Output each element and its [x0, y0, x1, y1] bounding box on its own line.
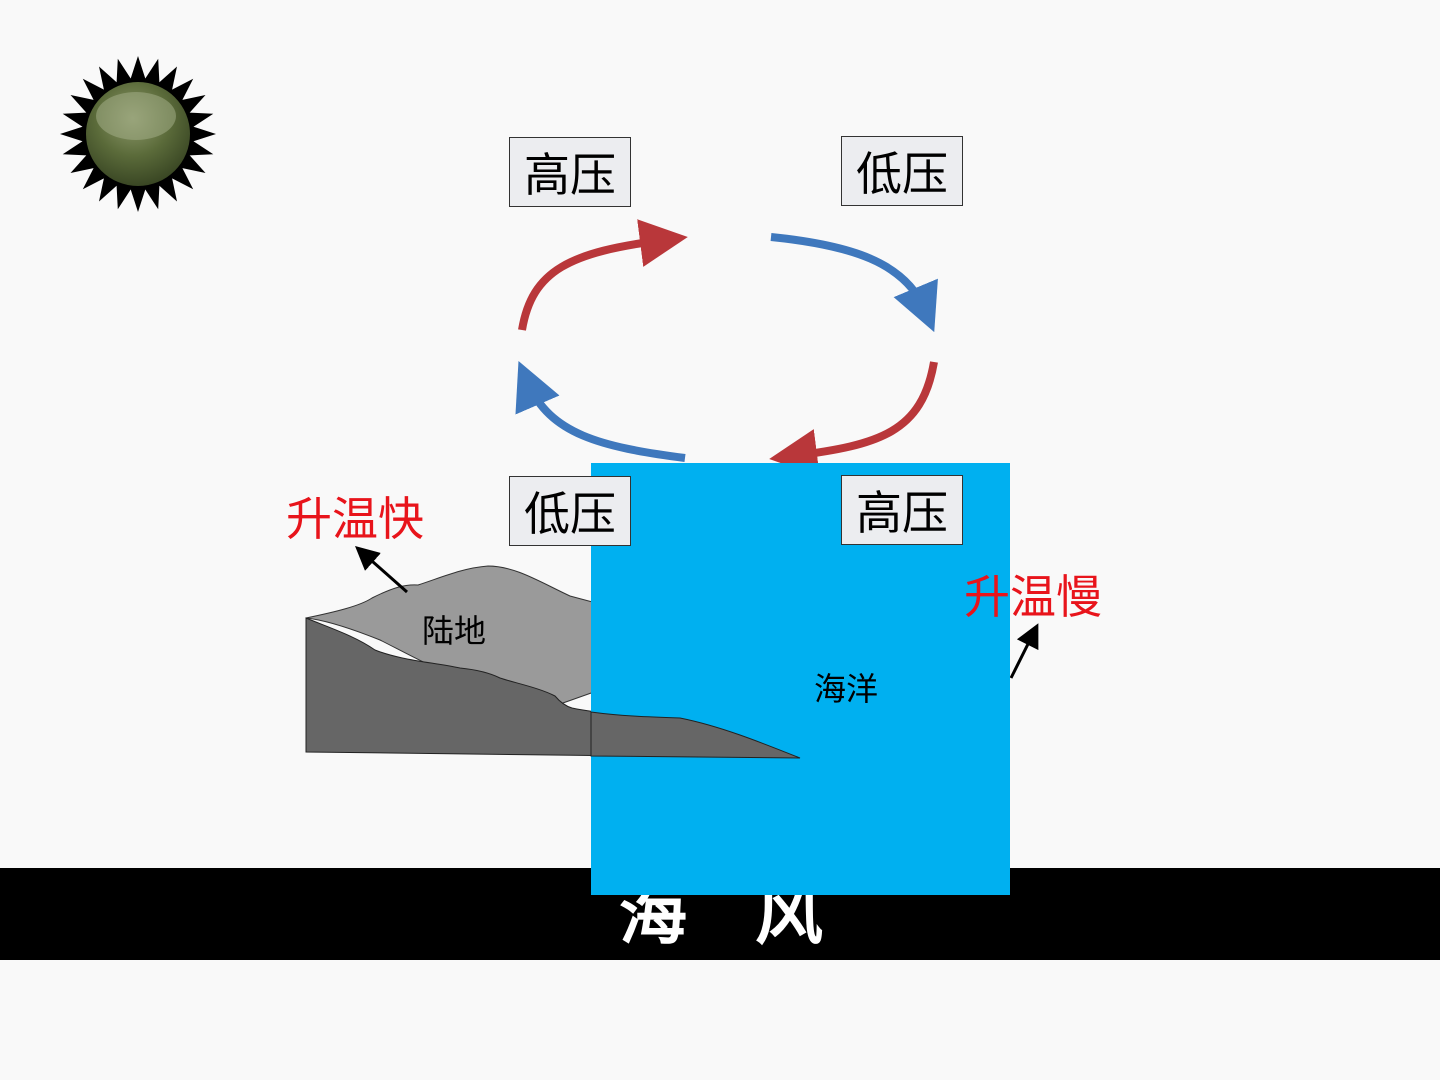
lower-right-warm-arrow	[769, 361, 938, 477]
sun-icon	[60, 56, 216, 212]
land-label: 陆地	[422, 612, 487, 650]
ocean-pointer-arrow	[1009, 623, 1039, 679]
lower-left-cool-arrow	[515, 360, 686, 462]
upper-right-cool-arrow	[770, 233, 938, 333]
pressure-label-top-right: 低压	[841, 136, 963, 206]
pressure-label-top-left: 高压	[509, 137, 631, 207]
land-heating-note: 升温快	[286, 492, 424, 546]
wind-circulation-arrows	[515, 219, 938, 477]
land-upper	[305, 565, 601, 705]
ocean-heating-note: 升温慢	[964, 570, 1102, 624]
pressure-label-bottom-left: 低压	[509, 476, 631, 546]
ocean-label: 海洋	[814, 670, 879, 708]
upper-left-warm-arrow	[518, 219, 688, 331]
land-pointer-arrow	[355, 546, 408, 594]
pressure-label-bottom-right: 高压	[841, 475, 963, 545]
